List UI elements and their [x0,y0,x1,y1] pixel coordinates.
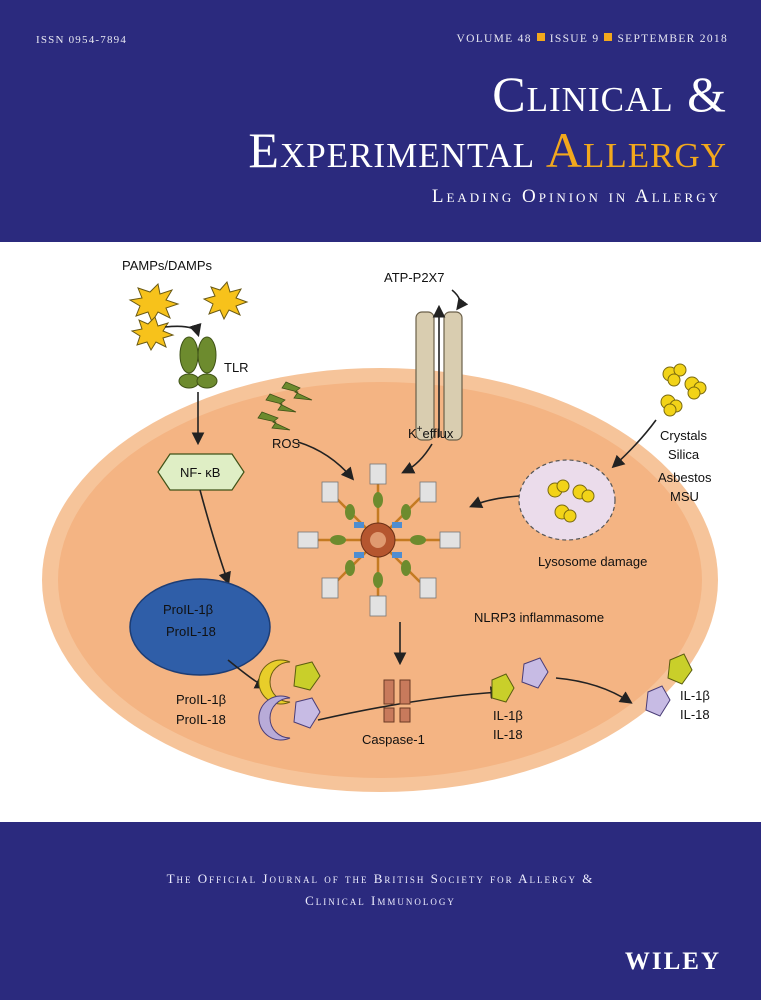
society-statement: The Official Journal of the British Soci… [60,868,701,912]
arrow-crystals-lysosome [611,419,657,469]
issn: ISSN 0954-7894 [36,34,128,46]
lysosome-label: Lysosome damage [538,554,647,569]
secreted-cytokine-icon [645,653,693,717]
society-line1: The Official Journal of the British Soci… [166,871,595,886]
cyto-proil18: ProIL-18 [176,712,226,727]
k-efflux-label: K+efflux [408,424,454,441]
nucleus-proil1b: ProIL-1β [163,602,213,617]
nucleus-proil18: ProIL-18 [166,624,216,639]
atp-arrow [451,289,469,311]
il1b-inside-label: IL-1β [493,708,523,723]
il18-inside-label: IL-18 [493,727,523,742]
arrow-pamps-tlr [164,322,202,338]
separator-square [604,33,613,41]
tlr-receptor-icon [178,336,218,389]
caspase-label: Caspase-1 [362,732,425,747]
cover-footer: The Official Journal of the British Soci… [0,822,761,1000]
society-line2: Clinical Immunology [305,893,456,908]
asbestos-label: Asbestos [658,470,712,485]
nlrp3-label: NLRP3 inflammasome [474,610,604,625]
issue-info: VOLUME 48 ISSUE 9 SEPTEMBER 2018 [457,33,728,45]
ros-lightning-icon [257,381,313,431]
caspase-1-icon [383,679,411,723]
journal-title-line2: Experimental Allergy [248,122,727,178]
cyto-proil1b: ProIL-1β [176,692,226,707]
crystals-icon [660,363,707,417]
mature-cytokine-icon [491,657,549,703]
publisher-logo: WILEY [624,948,721,975]
nfkb-label: NF- κB [180,465,220,480]
p2x7-channel-icon [415,311,463,441]
il1b-outside-label: IL-1β [680,688,710,703]
arrow-lysosome-nlrp3 [469,495,520,508]
journal-tagline: Leading Opinion in Allergy [431,186,721,207]
nfkb-hexagon [157,453,245,491]
arrow-k-to-nlrp3 [401,443,433,474]
nlrp3-inflammasome-icon [297,463,461,617]
journal-title-line1: Clinical & [492,66,727,122]
arrow-secretion [555,677,633,704]
tlr-label: TLR [224,360,249,375]
pamps-label: PAMPs/DAMPs [122,258,213,273]
arrow-pro-to-mature [317,686,504,721]
inflammasome-diagram: PAMPs/DAMPs TLR NF- κB ProIL-1β ProIL-18 [42,258,718,792]
il18-outside-label: IL-18 [680,707,710,722]
atp-label: ATP-P2X7 [384,270,444,285]
issue-date: SEPTEMBER 2018 [617,33,728,45]
pamps-star-icon [128,280,249,352]
title-word-experimental: Experimental [248,122,536,178]
lysosome [518,459,616,541]
silica-label: Silica [668,447,700,462]
msu-label: MSU [670,489,699,504]
pro-cytokine-icon [258,659,321,741]
cover-header: ISSN 0954-7894 VOLUME 48 ISSUE 9 SEPTEMBER… [0,0,761,242]
separator-square [536,33,545,41]
crystals-label: Crystals [660,428,707,443]
lysosome-crystals-icon [547,479,595,523]
ros-label: ROS [272,436,301,451]
cover-figure: PAMPs/DAMPs TLR NF- κB ProIL-1β ProIL-18 [0,242,761,822]
issue: ISSUE 9 [549,33,600,45]
arrow-nfkb-nucleus [199,489,231,586]
arrow-ros-nlrp3 [297,441,355,481]
nucleus [129,578,271,676]
volume: VOLUME 48 [456,33,532,45]
title-word-allergy: Allergy [545,122,727,178]
